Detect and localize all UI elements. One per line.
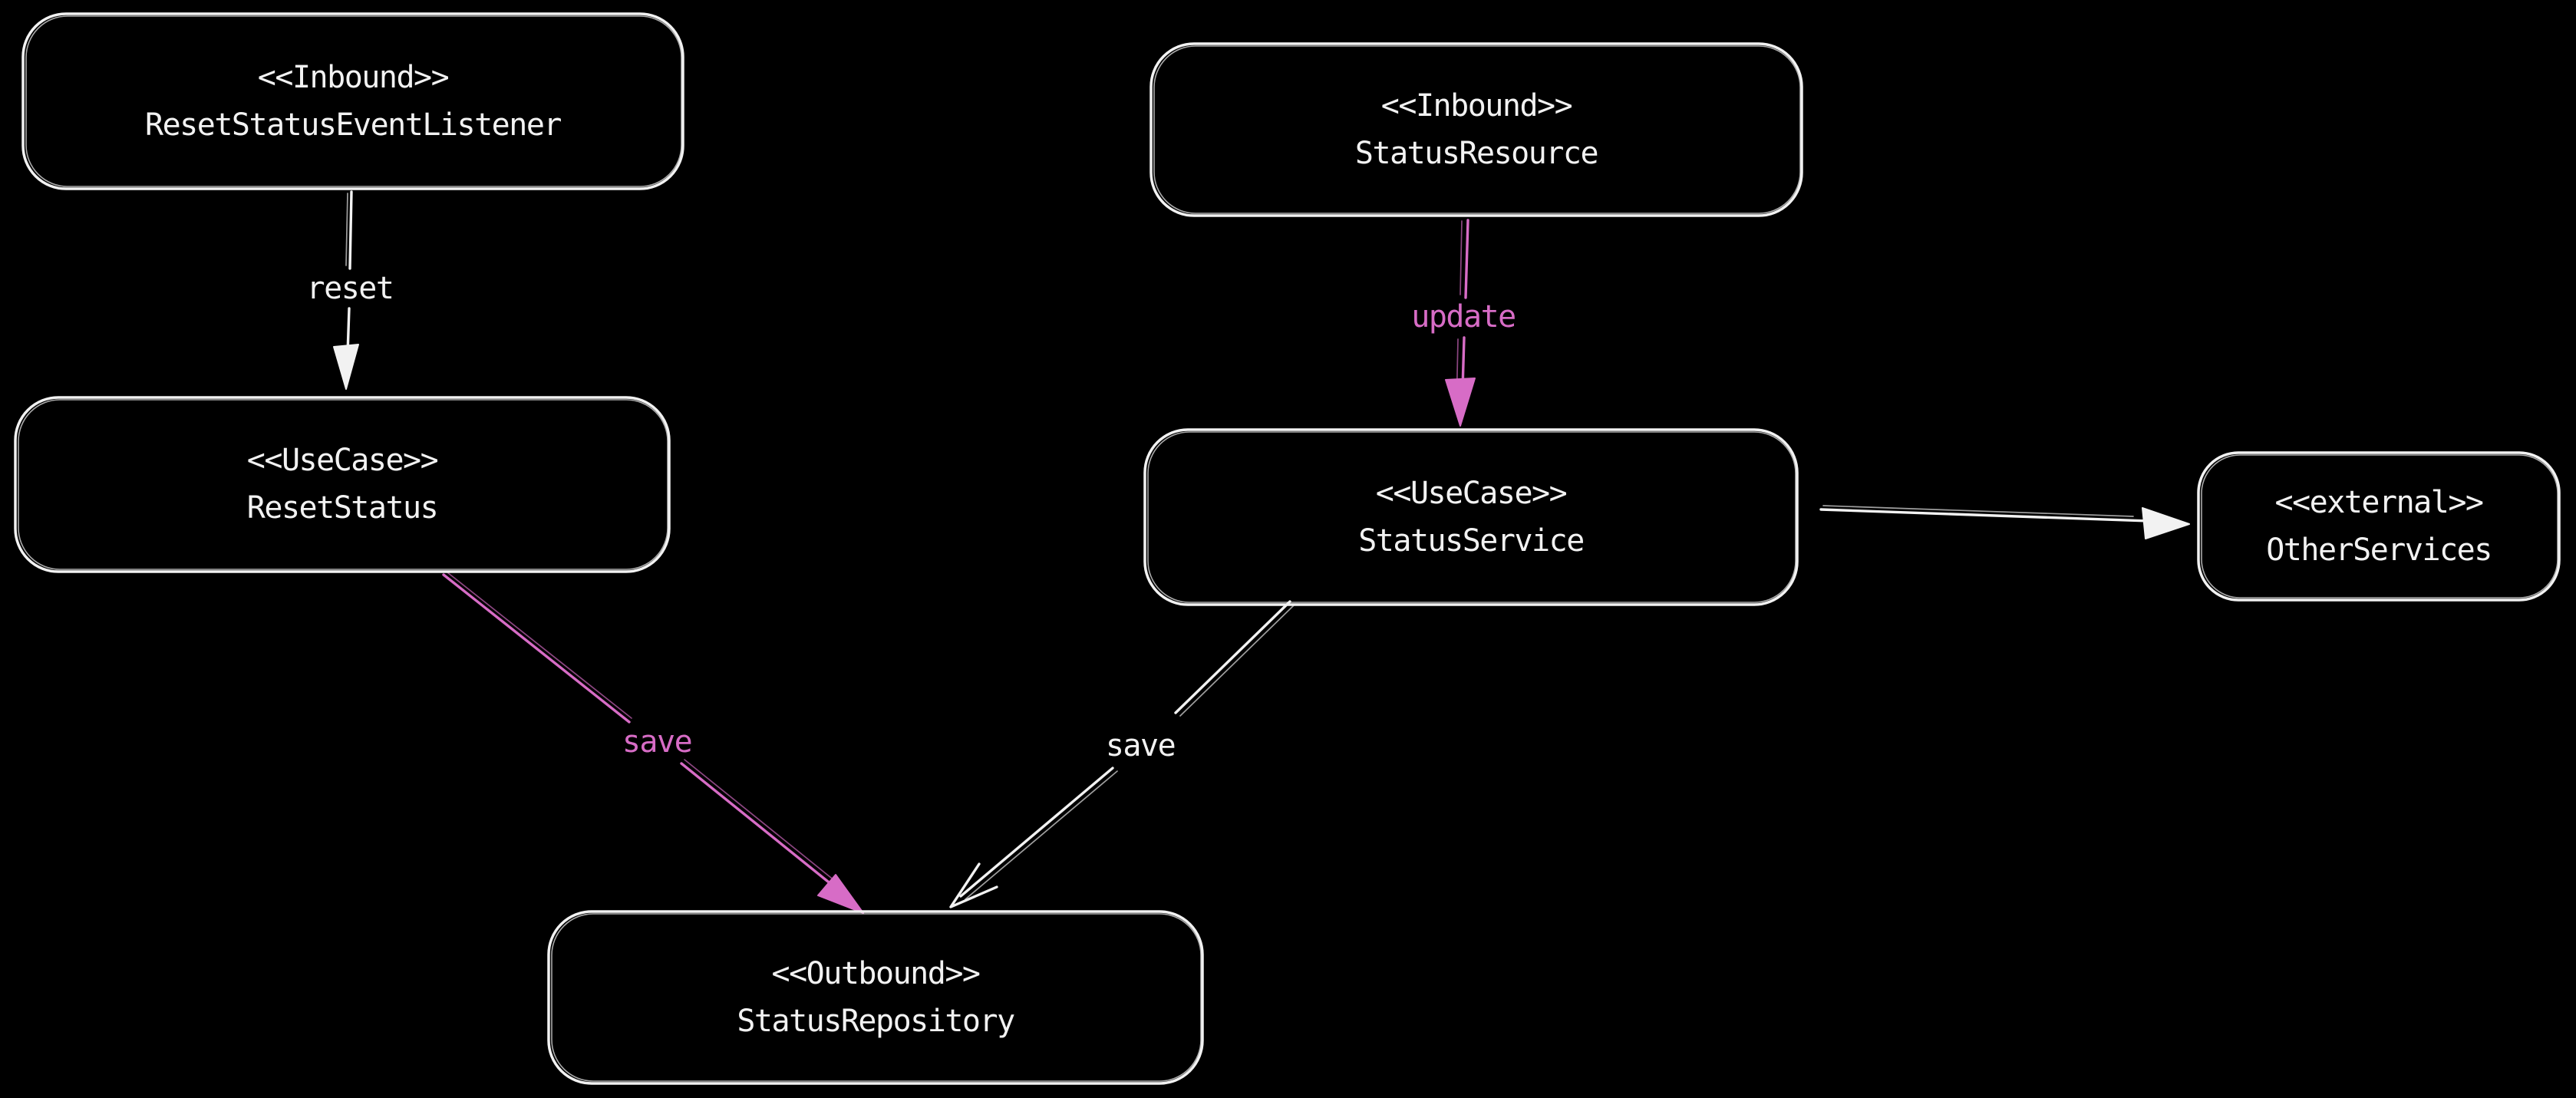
edge-update: update [1411, 219, 1516, 427]
edge-reset-label: reset [307, 271, 394, 306]
node-reset-status-event-listener: <<Inbound>> ResetStatusEventListener [21, 12, 684, 190]
edge-update-line-upper [1464, 219, 1469, 299]
edge-save-pink-line-lower-echo [684, 759, 836, 882]
node-status-repository-box [547, 910, 1204, 1085]
node-reset-status-event-listener-box [21, 12, 684, 190]
node-status-resource-stereotype: <<Inbound>> [1381, 88, 1572, 124]
edge-save-pink-line-upper [442, 573, 631, 724]
node-status-repository-box-echo [551, 913, 1202, 1082]
edge-save-white-label: save [1106, 728, 1175, 763]
edge-save-pink-line-lower [680, 762, 833, 886]
edge-save-pink-line-upper-echo [447, 572, 632, 719]
edge-update-arrowhead-icon [1445, 378, 1476, 427]
node-status-service-name: StatusService [1358, 523, 1584, 559]
node-other-services: <<external>> OtherServices [2197, 451, 2561, 602]
node-status-repository-stereotype: <<Outbound>> [772, 956, 980, 991]
edge-save-white-line-upper-echo [1179, 604, 1295, 717]
node-status-resource-name: StatusResource [1355, 136, 1598, 171]
node-reset-status: <<UseCase>> ResetStatus [14, 396, 671, 573]
node-status-resource-box [1149, 42, 1803, 217]
node-status-service-stereotype: <<UseCase>> [1376, 476, 1567, 511]
node-reset-status-stereotype: <<UseCase>> [247, 443, 438, 478]
edge-save-pink: save [442, 572, 864, 914]
node-reset-status-box-echo [18, 399, 668, 570]
edge-reset-line-upper-echo [345, 193, 348, 266]
node-status-resource-box-echo [1153, 45, 1801, 214]
node-status-repository-name: StatusRepository [737, 1004, 1014, 1039]
node-other-services-stereotype: <<external>> [2275, 485, 2483, 520]
edge-save-pink-label: save [622, 724, 691, 760]
edge-to-other-services-line-echo [1822, 505, 2134, 517]
edge-update-label: update [1411, 299, 1516, 335]
edge-to-other-services-arrowhead-icon [2142, 507, 2190, 539]
node-other-services-box-echo [2201, 454, 2558, 598]
node-reset-status-box [14, 396, 671, 573]
edge-to-other-services [1819, 505, 2190, 539]
edge-to-other-services-line [1819, 508, 2150, 523]
edge-reset-line-upper [348, 190, 353, 270]
edge-save-white-line-lower [959, 767, 1114, 898]
node-status-resource: <<Inbound>> StatusResource [1149, 42, 1803, 217]
node-reset-status-event-listener-box-echo [25, 15, 682, 187]
node-reset-status-event-listener-stereotype: <<Inbound>> [258, 60, 449, 95]
node-status-service: <<UseCase>> StatusService [1143, 428, 1799, 606]
edge-save-pink-arrowhead-icon [817, 874, 864, 914]
node-status-service-box-echo [1147, 431, 1796, 603]
node-status-service-box [1143, 428, 1799, 606]
edge-save-white-line-upper [1174, 600, 1291, 714]
edge-update-line-upper-echo [1460, 220, 1463, 295]
node-other-services-box [2197, 451, 2561, 602]
edge-save-white-arrowhead-icon [949, 862, 998, 908]
edge-save-white-line-lower-echo [965, 770, 1118, 900]
node-reset-status-event-listener-name: ResetStatusEventListener [145, 107, 561, 143]
node-status-repository: <<Outbound>> StatusRepository [547, 910, 1204, 1085]
edge-save-white: save [949, 600, 1295, 908]
node-reset-status-name: ResetStatus [247, 490, 437, 526]
node-other-services-name: OtherServices [2266, 533, 2492, 568]
edge-reset-arrowhead-icon [333, 344, 359, 390]
edge-reset: reset [307, 190, 394, 390]
